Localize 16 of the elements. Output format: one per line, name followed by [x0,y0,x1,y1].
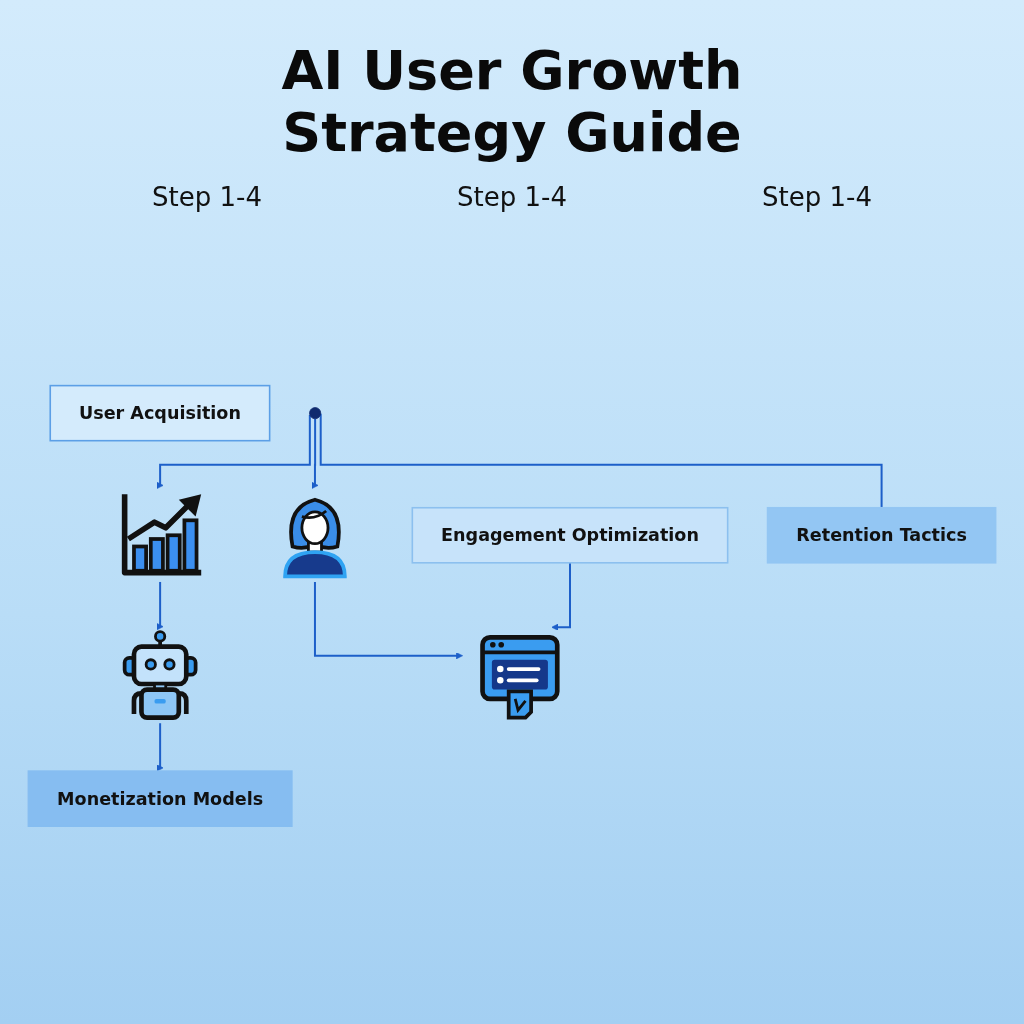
arrow [156,722,164,772]
process-box: User Acquisition [49,385,271,442]
title: AI User Growth Strategy Guide [280,40,744,165]
step-label: Step 1-4 [762,182,872,213]
arrow [156,581,164,631]
arrow [551,562,571,631]
junction-dot [309,407,322,420]
connector-line [319,412,883,509]
process-box: Engagement Optimization [411,507,729,564]
process-box: Retention Tactics [766,507,997,564]
step-label: Step 1-4 [152,182,262,213]
arrow [156,414,311,490]
process-box: Monetization Models [27,770,293,828]
arrow [313,581,463,660]
step-label: Step 1-4 [457,182,567,213]
arrow [311,417,319,490]
